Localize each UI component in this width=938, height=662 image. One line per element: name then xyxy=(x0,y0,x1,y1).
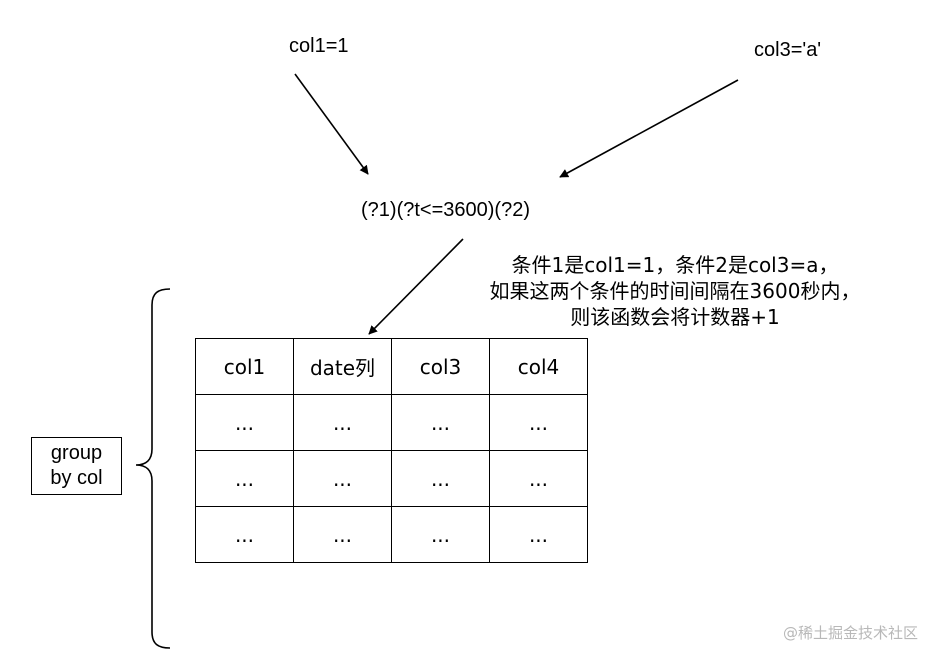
table-row: ... ... ... ... xyxy=(195,450,588,507)
note-line-1: 条件1是col1=1，条件2是col3=a， xyxy=(511,253,839,277)
condition-col1-label: col1=1 xyxy=(289,35,349,57)
note-line-2: 如果这两个条件的时间间隔在3600秒内， xyxy=(489,279,861,303)
header-cell-col3: col3 xyxy=(391,338,490,395)
group-label-line-1: group xyxy=(50,442,103,464)
condition-col3-label: col3='a' xyxy=(754,39,822,61)
table-cell: ... xyxy=(293,394,392,451)
table-cell: ... xyxy=(489,394,588,451)
watermark: @稀土掘金技术社区 xyxy=(782,624,918,642)
header-cell-col1: col1 xyxy=(195,338,294,395)
table-header-row: col1 date列 col3 col4 xyxy=(195,338,588,395)
group-by-box: group by col xyxy=(31,437,122,495)
table-cell: ... xyxy=(293,506,392,563)
table-cell: ... xyxy=(391,506,490,563)
header-cell-date: date列 xyxy=(293,338,392,395)
table-cell: ... xyxy=(195,450,294,507)
table-cell: ... xyxy=(489,450,588,507)
explanation-note: 条件1是col1=1，条件2是col3=a， 如果这两个条件的时间间隔在3600… xyxy=(455,252,895,330)
table-row: ... ... ... ... xyxy=(195,506,588,563)
arrow-col3-to-pattern xyxy=(559,79,739,178)
group-label-line-2: by col xyxy=(50,467,103,489)
table-cell: ... xyxy=(489,506,588,563)
note-line-3: 则该函数会将计数器+1 xyxy=(570,305,780,329)
table-cell: ... xyxy=(195,506,294,563)
table-cell: ... xyxy=(391,450,490,507)
arrow-col1-to-pattern xyxy=(294,73,369,175)
table-row: ... ... ... ... xyxy=(195,394,588,451)
data-table: col1 date列 col3 col4 ... ... ... ... ...… xyxy=(195,338,588,563)
header-cell-col4: col4 xyxy=(489,338,588,395)
table-cell: ... xyxy=(195,394,294,451)
pattern-expression: (?1)(?t<=3600)(?2) xyxy=(361,199,530,221)
group-brace xyxy=(135,288,171,649)
table-cell: ... xyxy=(391,394,490,451)
table-cell: ... xyxy=(293,450,392,507)
arrow-pattern-to-table xyxy=(368,238,464,335)
